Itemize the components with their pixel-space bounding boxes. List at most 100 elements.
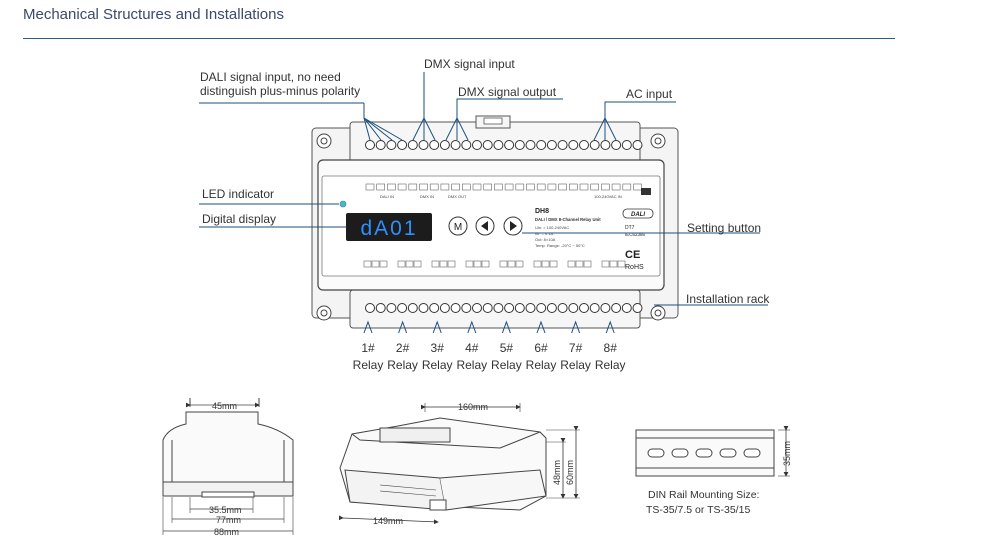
panel-relay-terminal-mark bbox=[473, 260, 482, 268]
dim-rail-h: 35mm bbox=[782, 441, 792, 466]
panel-relay-terminal-mark bbox=[507, 260, 516, 268]
panel-terminal-mark bbox=[526, 183, 535, 191]
dim-iso-h1: 48mm bbox=[552, 460, 562, 485]
dim-side-b1: 35.5mm bbox=[209, 505, 242, 515]
terminal-screw bbox=[600, 303, 611, 313]
terminal-screw bbox=[365, 303, 375, 313]
panel-relay-terminal-mark bbox=[609, 260, 618, 268]
relay-callout-line bbox=[432, 320, 442, 334]
terminal-screw bbox=[557, 303, 568, 313]
callout-ac-in: AC input bbox=[626, 87, 673, 101]
callout-dmx-in: DMX signal input bbox=[424, 57, 515, 71]
relay-label: Relay bbox=[422, 358, 453, 372]
mount-hole-tl bbox=[316, 133, 332, 149]
terminal-screw bbox=[611, 140, 622, 150]
panel-terminal-mark bbox=[579, 183, 589, 191]
terminal-screw bbox=[461, 140, 472, 150]
relay-label: Relay bbox=[491, 358, 522, 372]
terminal-screw bbox=[579, 140, 589, 150]
panel-relay-terminal-mark bbox=[515, 260, 524, 268]
panel-relay-terminal-mark bbox=[575, 260, 584, 268]
iec-label: IEC62386 bbox=[625, 232, 646, 237]
rohs-mark: RoHS bbox=[625, 264, 644, 271]
callout-led: LED indicator bbox=[202, 187, 274, 201]
display-value: dA01 bbox=[360, 217, 417, 240]
panel-relay-terminal-mark bbox=[371, 260, 380, 268]
dt-label: DT7 bbox=[625, 225, 635, 231]
callout-display: Digital display bbox=[202, 212, 276, 226]
din-rail bbox=[635, 426, 790, 477]
panel-relay-terminal-mark bbox=[533, 260, 542, 268]
terminal-screw bbox=[600, 140, 611, 150]
relay-callout-line bbox=[467, 320, 477, 334]
button-m-label: M bbox=[454, 222, 462, 233]
terminal-screw bbox=[546, 140, 557, 150]
side-view bbox=[162, 398, 294, 535]
panel-relay-terminal-mark bbox=[363, 260, 372, 268]
relay-unit-front-view: DALI IN DMX IN DMX OUT 100-240VAC IN dA0… bbox=[311, 115, 679, 329]
terminal-screw bbox=[493, 303, 504, 313]
panel-relay-terminal-mark bbox=[465, 260, 474, 268]
rail-slot bbox=[671, 448, 689, 458]
setting-button-m[interactable]: M bbox=[448, 216, 468, 236]
terminal-screw bbox=[568, 303, 579, 313]
rail-size-line-2: TS-35/7.5 or TS-35/15 bbox=[646, 504, 750, 516]
terminal-screw bbox=[493, 140, 504, 150]
relay-callout-line bbox=[363, 320, 373, 334]
panel-relay-terminal-mark bbox=[413, 260, 422, 268]
arrow-left-icon bbox=[481, 221, 488, 231]
switch-icon bbox=[641, 188, 651, 195]
callouts bbox=[199, 72, 768, 306]
term-label-dali: DALI IN bbox=[380, 194, 394, 199]
relay-callout-line bbox=[536, 320, 546, 334]
terminal-screw bbox=[450, 303, 461, 313]
relay-label: Relay bbox=[353, 358, 384, 372]
terminal-screw bbox=[525, 303, 536, 313]
terminal-screw bbox=[429, 140, 440, 150]
terminal-screw bbox=[365, 140, 375, 150]
rail-slot bbox=[695, 448, 713, 458]
setting-button-right[interactable] bbox=[503, 216, 523, 236]
led-indicator bbox=[339, 200, 347, 208]
rail-slot bbox=[647, 448, 665, 458]
relay-labels: 1#Relay2#Relay3#Relay4#Relay5#Relay6#Rel… bbox=[353, 320, 626, 372]
terminal-screw bbox=[632, 140, 643, 150]
panel-relay-terminal-mark bbox=[481, 260, 490, 268]
term-label-ac: 100-240VAC IN bbox=[594, 194, 622, 199]
panel-terminal-mark bbox=[387, 183, 396, 191]
relay-callout-line bbox=[571, 320, 581, 334]
panel-terminal-mark bbox=[365, 183, 375, 191]
terminal-screw bbox=[568, 140, 579, 150]
terminal-screw bbox=[407, 140, 418, 150]
relay-number: 7# bbox=[569, 341, 583, 355]
relay-number: 2# bbox=[396, 341, 410, 355]
terminal-screw bbox=[621, 303, 632, 313]
panel-terminal-mark bbox=[461, 183, 471, 191]
dim-side-b3: 88mm bbox=[214, 527, 239, 537]
panel-terminal-mark bbox=[397, 183, 407, 191]
panel-terminal-mark bbox=[504, 183, 514, 191]
rail-slot bbox=[743, 448, 761, 458]
callout-dali-line-1: DALI signal input, no need bbox=[200, 70, 341, 84]
dim-iso-top: 160mm bbox=[458, 402, 488, 412]
terminal-screw bbox=[504, 140, 515, 150]
panel-relay-terminal-mark bbox=[397, 260, 406, 268]
iso-view bbox=[339, 417, 580, 511]
spec-line-1: Uin: = 100-240VAC bbox=[535, 225, 569, 230]
dim-side-b2: 77mm bbox=[216, 515, 241, 525]
relay-label: Relay bbox=[456, 358, 487, 372]
callout-dali-line-2: distinguish plus-minus polarity bbox=[200, 84, 360, 98]
title-rule bbox=[23, 38, 895, 39]
panel-terminal-mark bbox=[611, 183, 621, 191]
mount-hole-br bbox=[650, 305, 666, 321]
terminal-screw bbox=[429, 303, 440, 313]
model-subtitle: DALI / DMX 8-Channel Relay Unit bbox=[535, 217, 601, 222]
terminal-screw bbox=[386, 140, 397, 150]
panel-terminal-mark bbox=[558, 183, 567, 191]
panel-terminal-mark bbox=[515, 183, 525, 191]
rail-size-line-1: DIN Rail Mounting Size: bbox=[648, 489, 759, 501]
setting-button-left[interactable] bbox=[475, 216, 495, 236]
term-label-dmx-out: DMX OUT bbox=[448, 194, 467, 199]
panel-relay-terminal-mark bbox=[601, 260, 610, 268]
